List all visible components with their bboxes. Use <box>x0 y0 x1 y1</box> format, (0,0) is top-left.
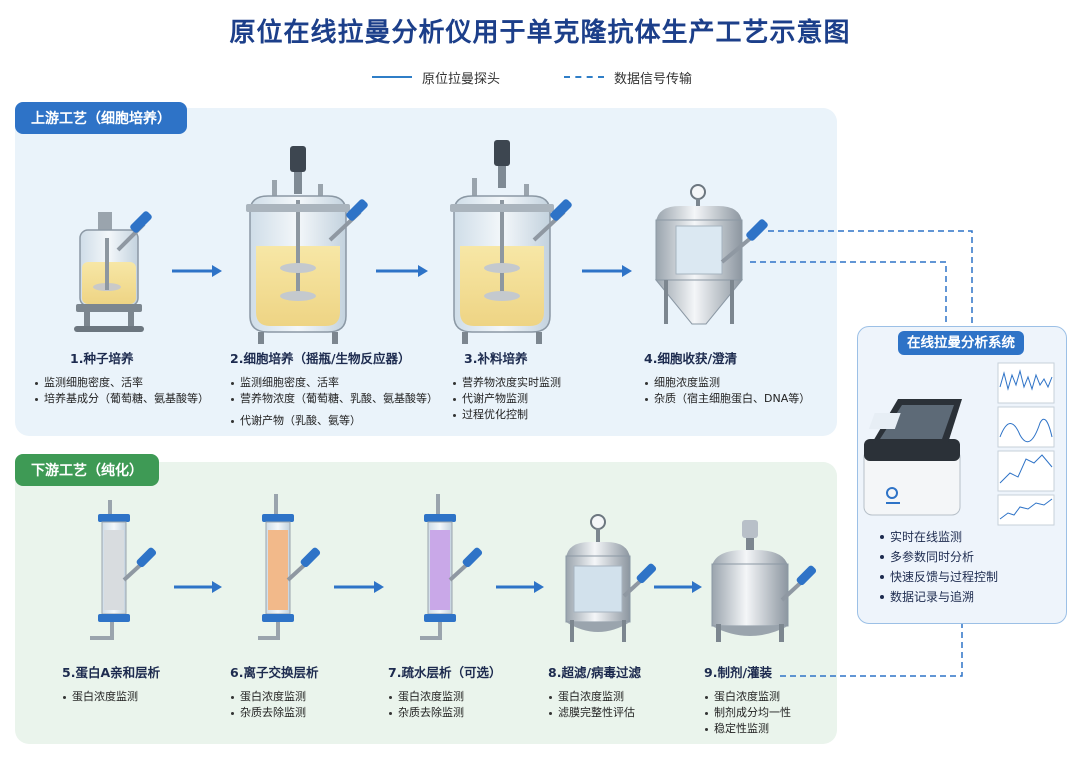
stage-item: 滤膜完整性评估 <box>548 705 641 721</box>
raman-probe-icon <box>622 563 657 598</box>
flow-arrow-icon <box>582 265 632 277</box>
stage-item: 监测细胞密度、活率 <box>230 375 438 391</box>
stage-item: 蛋白浓度监测 <box>548 689 641 705</box>
raman-probe-icon <box>286 547 321 582</box>
stage-item: 代谢产物（乳酸、氨等） <box>230 413 438 429</box>
seed-culture-vessel-icon <box>74 212 144 332</box>
ion-exchange-column-icon <box>258 494 294 640</box>
stage-item: 营养物浓度实时监测 <box>452 375 561 391</box>
feature-item: 快速反馈与过程控制 <box>878 567 998 587</box>
stage-item: 代谢产物监测 <box>452 391 561 407</box>
stage-harvest: 4.细胞收获/澄清 细胞浓度监测 杂质（宿主细胞蛋白、DNA等） <box>644 348 810 407</box>
feature-item: 数据记录与追溯 <box>878 587 998 607</box>
stage-title: 6.离子交换层析 <box>230 665 319 680</box>
hydrophobic-column-icon <box>420 494 456 640</box>
stage-item: 制剂成分均一性 <box>704 705 791 721</box>
fed-batch-reactor-icon <box>450 140 554 344</box>
ultrafiltration-tank-icon <box>565 514 631 642</box>
signal-line-lower <box>778 622 963 677</box>
downstream-tag: 下游工艺（纯化） <box>15 454 159 486</box>
signal-line-upper <box>768 230 973 326</box>
stage-item: 过程优化控制 <box>452 407 561 423</box>
stage-item: 杂质（宿主细胞蛋白、DNA等） <box>644 391 810 407</box>
stage-item: 杂质去除监测 <box>388 705 501 721</box>
raman-probe-icon <box>122 547 157 582</box>
feature-item: 多参数同时分析 <box>878 547 998 567</box>
raman-probe-icon <box>720 219 768 264</box>
stage-item: 蛋白浓度监测 <box>704 689 791 705</box>
flow-arrow-icon <box>172 265 222 277</box>
stage-item: 杂质去除监测 <box>230 705 318 721</box>
stage-fed-batch: 3.补料培养 营养物浓度实时监测 代谢产物监测 过程优化控制 <box>452 348 561 423</box>
stage-title: 9.制剂/灌装 <box>704 665 773 680</box>
flow-arrow-icon <box>496 581 544 593</box>
stage-hydrophobic: 7.疏水层析（可选） 蛋白浓度监测 杂质去除监测 <box>388 662 501 721</box>
raman-analyzer-icon <box>863 362 1055 526</box>
raman-probe-icon <box>328 199 368 242</box>
protein-a-column-icon <box>90 500 130 640</box>
stage-seed-culture: 1.种子培养 监测细胞密度、活率 培养基成分（葡萄糖、氨基酸等） <box>34 348 209 407</box>
page-title: 原位在线拉曼分析仪用于单克隆抗体生产工艺示意图 <box>229 18 851 48</box>
flow-arrow-icon <box>654 581 702 593</box>
downstream-panel: 下游工艺（纯化） <box>15 454 837 744</box>
stage-item: 监测细胞密度、活率 <box>34 375 209 391</box>
raman-probe-icon <box>116 211 152 252</box>
stage-title: 7.疏水层析（可选） <box>388 665 502 680</box>
stage-title: 1.种子培养 <box>70 351 134 366</box>
legend-signal-label: 数据信号传输 <box>614 72 693 87</box>
stage-item: 蛋白浓度监测 <box>230 689 318 705</box>
stage-protein-a: 5.蛋白A亲和层析 蛋白浓度监测 <box>62 662 160 705</box>
dashed-line-icon <box>564 76 604 78</box>
bioreactor-icon <box>246 146 350 344</box>
stage-title: 5.蛋白A亲和层析 <box>62 665 161 680</box>
stage-item: 细胞浓度监测 <box>644 375 810 391</box>
stage-item: 蛋白浓度监测 <box>388 689 501 705</box>
raman-system-title: 在线拉曼分析系统 <box>898 331 1024 355</box>
raman-system-panel: 在线拉曼分析系统 实时在线监测 多参数同时分析 快速反馈与过程控制 数据记录与追… <box>857 326 1067 624</box>
stage-title: 2.细胞培养（摇瓶/生物反应器） <box>230 351 411 366</box>
solid-line-icon <box>372 76 412 78</box>
upstream-tag: 上游工艺（细胞培养） <box>15 102 187 134</box>
stage-ion-exchange: 6.离子交换层析 蛋白浓度监测 杂质去除监测 <box>230 662 318 721</box>
stage-item: 营养物浓度（葡萄糖、乳酸、氨基酸等） <box>230 391 438 407</box>
raman-probe-icon <box>780 565 817 602</box>
flow-arrow-icon <box>334 581 384 593</box>
stage-formulation: 9.制剂/灌装 蛋白浓度监测 制剂成分均一性 稳定性监测 <box>704 662 791 737</box>
stage-ultrafiltration: 8.超滤/病毒过滤 蛋白浓度监测 滤膜完整性评估 <box>548 662 641 721</box>
harvest-tank-icon <box>654 184 744 325</box>
formulation-tank-icon <box>711 520 789 642</box>
flow-arrow-icon <box>174 581 222 593</box>
raman-probe-icon <box>532 199 572 242</box>
signal-line-upper-2 <box>750 261 947 326</box>
legend-probe-label: 原位拉曼探头 <box>422 72 501 87</box>
stage-item: 培养基成分（葡萄糖、氨基酸等） <box>34 391 209 407</box>
stage-title: 8.超滤/病毒过滤 <box>548 665 642 680</box>
stage-item: 稳定性监测 <box>704 721 791 737</box>
stage-item: 蛋白浓度监测 <box>62 689 160 705</box>
feature-item: 实时在线监测 <box>878 527 998 547</box>
flow-arrow-icon <box>376 265 428 277</box>
stage-title: 3.补料培养 <box>464 351 528 366</box>
raman-system-features: 实时在线监测 多参数同时分析 快速反馈与过程控制 数据记录与追溯 <box>878 527 998 607</box>
stage-cell-culture: 2.细胞培养（摇瓶/生物反应器） 监测细胞密度、活率 营养物浓度（葡萄糖、乳酸、… <box>230 348 438 429</box>
raman-probe-icon <box>448 547 483 582</box>
stage-title: 4.细胞收获/澄清 <box>644 351 738 366</box>
